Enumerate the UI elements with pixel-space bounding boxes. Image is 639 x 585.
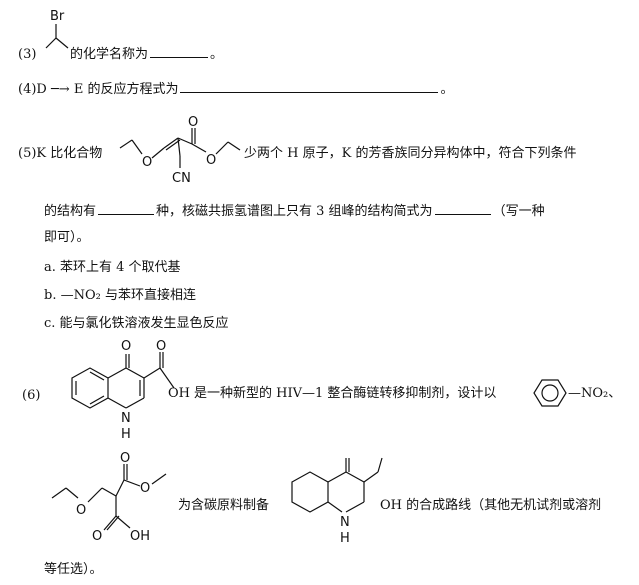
q4-prompt: (4)D ─→ E 的反应方程式为 [18,82,179,97]
q6-oh: OH [168,386,190,401]
q6-target-n: N [340,515,350,530]
q6-o-ketone: O [121,339,131,354]
q5-compound-structure: O CN O O [119,115,241,186]
q6-mal-o4: O [92,529,102,544]
q4-answer-blank[interactable] [180,82,439,93]
q6-mal-o3: O [140,481,150,496]
q6-mal-o2: O [120,451,130,466]
q5-structure-blank[interactable] [434,204,491,215]
q6-o-acid: O [156,339,166,354]
q6-number: (6) [22,388,41,403]
q6-line3: 等任选）。 [44,562,103,577]
q6-line2-text: 为含碳原料制备 [178,498,270,513]
q6-target-h: H [340,531,350,546]
q6-mal-oh: OH [130,529,150,544]
target-structure: N H [291,457,383,546]
q6-h: H [121,427,131,442]
quinolone-structure: O O N H [71,339,175,442]
q5-condition-b: b. —NO₂ 与苯环直接相连 [44,288,196,303]
br-label: Br [50,9,65,24]
q3-prompt: 的化学名称为 [70,47,149,62]
q6-line2-end: OH 的合成路线（其他无机试剂或溶剂 [380,498,602,513]
bromo-structure: Br [45,9,69,49]
nitrobenzene-structure [533,379,567,407]
malonate-structure: O O O O OH [51,451,167,544]
q5-cn: CN [172,171,191,186]
q5-line2: 的结构有种，核磁共振氢谱图上只有 3 组峰的结构简式为（写一种 [44,204,545,219]
q6-n: N [121,411,131,426]
q4-text: (4)D ─→ E 的反应方程式为。 [18,82,454,97]
q5-count-blank[interactable] [98,204,155,215]
q3-number: (3) [18,47,37,62]
q5-condition-a: a. 苯环上有 4 个取代基 [44,260,181,275]
q3-text: 的化学名称为。 [70,47,224,62]
q6-no2: —NO₂、 [568,386,622,401]
q5-o1: O [142,155,152,170]
q5-line3: 即可）。 [44,230,90,245]
q5-condition-c: c. 能与氯化铁溶液发生显色反应 [44,316,229,331]
q5-after-struct: 少两个 H 原子，K 的芳香族同分异构体中，符合下列条件 [244,146,577,161]
q6-text: 是一种新型的 HIV—1 整合酶链转移抑制剂，设计以 [194,386,497,401]
q6-mal-o1: O [76,503,86,518]
q5-o2: O [188,115,198,130]
q5-o3: O [206,153,216,168]
q3-answer-blank[interactable] [150,47,209,58]
q5-intro: (5)K 比化合物 [18,146,103,161]
